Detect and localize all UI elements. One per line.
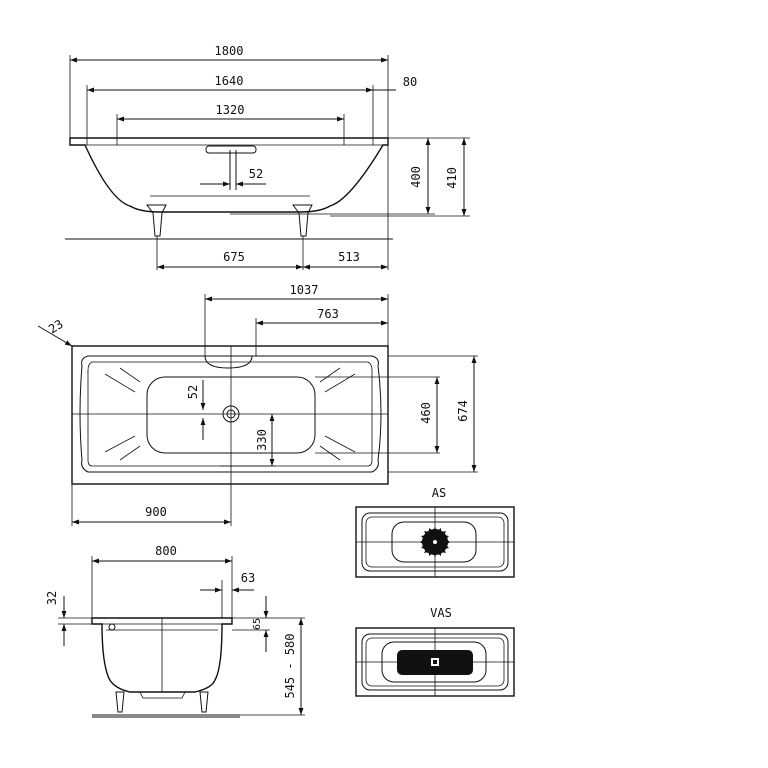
vas-antislip-pad-icon — [397, 650, 473, 675]
plan-overflow-notch — [204, 355, 253, 369]
dim-front-height-410: 410 — [445, 167, 459, 189]
plan-inner-basin — [79, 355, 382, 473]
front-overflow-fitting — [205, 145, 257, 154]
dim-side-rim: 63 — [241, 571, 255, 585]
plan-inner-basin-2 — [87, 361, 373, 467]
dim-plan-drain-763: 763 — [317, 307, 339, 321]
front-view: 1800 1640 80 1320 52 400 410 675 513 — [65, 44, 470, 270]
dim-front-drain-offset: 52 — [249, 167, 263, 181]
dim-line-23 — [37, 325, 73, 347]
side-foot-right — [199, 691, 209, 713]
front-foot-left — [146, 204, 167, 237]
as-massage-grid-icon — [420, 527, 450, 557]
dim-front-rim-length: 1640 — [215, 74, 244, 88]
dim-front-foot-right: 513 — [338, 250, 360, 264]
plan-outer-rim — [71, 345, 389, 485]
dim-front-height-400: 400 — [409, 166, 423, 188]
side-tub-outline — [91, 617, 233, 693]
dim-front-bottom-length: 1320 — [216, 103, 245, 117]
dim-plan-drain-offset: 52 — [186, 385, 200, 399]
front-tub-outline — [69, 137, 389, 213]
dim-plan-corner-radius: 23 — [46, 317, 66, 337]
side-view: 800 63 32 65 545 - 580 — [45, 544, 305, 718]
side-foot-left — [115, 691, 125, 713]
plan-view: 1037 763 23 52 330 460 674 900 — [37, 283, 478, 526]
dim-side-width: 800 — [155, 544, 177, 558]
variant-vas: VAS — [355, 606, 515, 697]
dim-plan-inner-width: 460 — [419, 402, 433, 424]
variant-as: AS — [355, 486, 515, 578]
side-drain-trap — [139, 691, 186, 699]
dim-side-rim-thickness: 32 — [45, 591, 59, 605]
side-overflow — [108, 623, 116, 631]
dim-front-rim-width: 80 — [403, 75, 417, 89]
front-foot-right — [292, 204, 313, 237]
dim-front-foot-left: 675 — [223, 250, 245, 264]
dim-side-height-range: 545 - 580 — [283, 633, 297, 698]
dim-plan-outer-width: 674 — [456, 400, 470, 422]
variant-as-label: AS — [432, 486, 446, 500]
dim-plan-length-900: 900 — [145, 505, 167, 519]
variant-vas-label: VAS — [430, 606, 452, 620]
dim-plan-drain-1037: 1037 — [290, 283, 319, 297]
dim-plan-drain-center: 330 — [255, 429, 269, 451]
dim-front-total-length: 1800 — [215, 44, 244, 58]
dim-side-rim-65: 65 — [252, 618, 263, 630]
